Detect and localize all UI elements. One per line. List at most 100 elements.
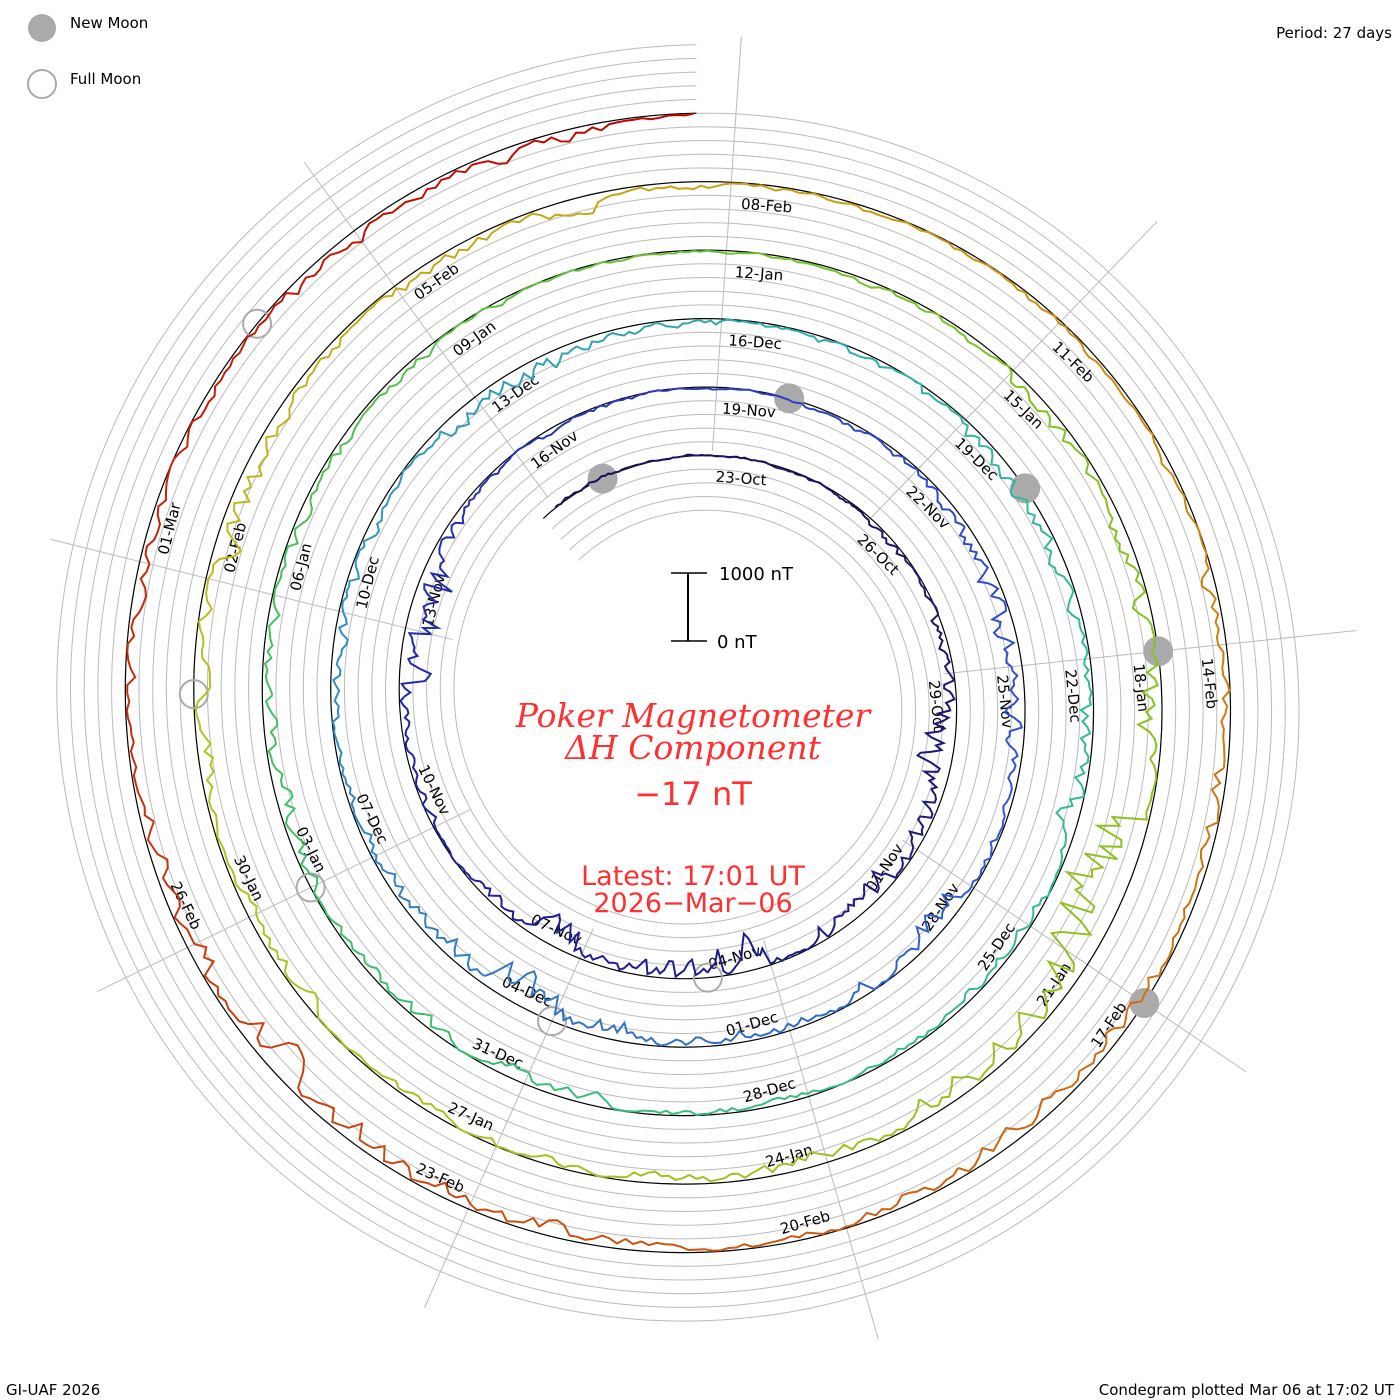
period-label: Period: 27 days <box>1276 24 1392 42</box>
date-label: 18-Jan <box>1130 663 1153 713</box>
data-line-day <box>716 387 790 401</box>
data-line-day <box>706 931 772 976</box>
data-line-day <box>1119 550 1156 653</box>
scale-bottom-label: 0 nT <box>717 632 758 653</box>
grid-spiral <box>439 496 916 939</box>
data-line-day <box>1079 658 1093 751</box>
date-label: 09-Jan <box>449 317 499 360</box>
scale-top-label: 1000 nT <box>719 564 794 585</box>
data-line-day <box>434 826 476 882</box>
data-line-day <box>398 1087 498 1147</box>
data-line-day <box>576 393 645 418</box>
grid-radial-line <box>97 809 471 992</box>
data-line-day <box>474 879 526 924</box>
grid-spiral <box>412 468 944 966</box>
data-line-day <box>916 469 966 528</box>
date-label: 22-Dec <box>1061 668 1084 723</box>
data-line-day <box>788 398 856 432</box>
data-line-day <box>600 112 694 132</box>
full-moon-marker <box>537 1006 568 1037</box>
grid-spiral <box>69 57 1286 1308</box>
data-line-day <box>990 595 1016 668</box>
footer-credit: GI-UAF 2026 <box>6 1381 100 1399</box>
data-line-day <box>197 578 214 695</box>
data-line-day <box>309 414 364 502</box>
data-line-day <box>958 526 1000 597</box>
data-line-day <box>435 288 525 344</box>
new-moon-marker <box>1129 987 1160 1018</box>
data-line-day <box>915 730 947 790</box>
data-line-day <box>362 342 437 416</box>
data-line-day <box>611 182 732 197</box>
data-line-day <box>593 1234 721 1252</box>
data-line-day <box>1079 452 1121 552</box>
date-label: 21-Jan <box>1033 959 1075 1009</box>
date-label: 22-Nov <box>902 482 953 532</box>
footer-plotted: Condegram plotted Mar 06 at 17:02 UT <box>1099 1381 1395 1399</box>
data-line-day <box>930 613 951 674</box>
full-moon-legend-label: Full Moon <box>70 70 141 88</box>
data-line-day <box>1138 414 1197 525</box>
data-line-day <box>369 965 444 1031</box>
data-line-day <box>375 458 416 536</box>
data-line-day <box>768 463 824 486</box>
data-line-day <box>644 387 717 395</box>
data-line-day <box>1002 739 1019 818</box>
data-line-day <box>484 960 560 1016</box>
data-line-day <box>1028 839 1067 927</box>
data-line-day <box>821 484 870 521</box>
data-line-day <box>400 632 433 698</box>
date-label: 29-Oct <box>925 679 948 732</box>
data-line-day <box>857 942 920 992</box>
date-label: 26-Oct <box>854 530 903 578</box>
data-line-day <box>194 693 215 810</box>
data-line-day <box>863 846 915 894</box>
new-moon-marker <box>587 463 618 494</box>
new-moon-marker <box>1143 636 1174 667</box>
data-series <box>125 112 1231 1252</box>
grid-radial-line <box>303 161 549 499</box>
data-line-day <box>1195 523 1220 646</box>
data-line-day <box>258 241 363 327</box>
data-line-day <box>263 594 281 696</box>
chart-subtitle: ΔH Component <box>563 728 822 767</box>
data-line-day <box>273 500 314 596</box>
data-line-day <box>711 454 770 465</box>
data-line-day <box>125 693 155 823</box>
date-label: 11-Feb <box>1048 338 1097 386</box>
data-line-day <box>957 1090 1057 1173</box>
data-line-day <box>361 164 473 243</box>
data-line-day <box>925 310 1013 373</box>
date-label: 23-Oct <box>715 468 767 490</box>
data-line-day <box>645 957 709 979</box>
data-line-day <box>908 788 938 848</box>
data-line-day <box>554 475 603 509</box>
data-line-day <box>424 921 486 977</box>
data-line-day <box>207 475 262 580</box>
data-line-day <box>413 403 481 460</box>
data-line-day <box>399 695 416 764</box>
data-line-day <box>1049 852 1118 951</box>
data-line-day <box>554 1007 633 1035</box>
data-line-day <box>420 567 453 636</box>
date-label: 08-Feb <box>741 195 793 217</box>
date-label: 05-Feb <box>411 259 463 304</box>
data-line-day <box>1094 758 1158 861</box>
data-line-day <box>960 249 1060 324</box>
new-moon-legend-label: New Moon <box>70 14 148 32</box>
data-line-day <box>478 357 557 405</box>
data-line-day <box>807 1053 895 1095</box>
date-label: 16-Nov <box>527 427 581 473</box>
data-line-day <box>126 563 151 694</box>
full-moon-marker <box>178 679 209 710</box>
grid-radial-line <box>424 928 594 1308</box>
data-line-day <box>1136 651 1159 760</box>
date-label: 12-Jan <box>734 263 784 284</box>
data-line-day <box>962 421 1017 497</box>
data-line-day <box>497 194 613 230</box>
new-moon-marker <box>1010 473 1041 504</box>
data-line-day <box>316 1009 400 1089</box>
data-line-day <box>528 1072 619 1111</box>
data-line-day <box>907 562 940 615</box>
date-label: 19-Dec <box>951 434 1002 484</box>
